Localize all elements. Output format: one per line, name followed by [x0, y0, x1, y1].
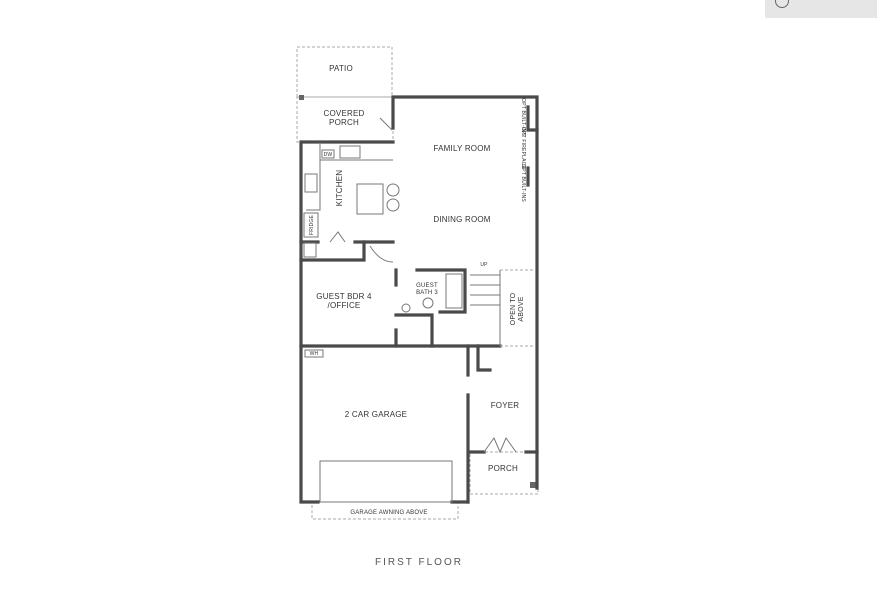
room-label-guest-bath-2: BATH 3 — [416, 290, 438, 296]
room-label-open-to-above-2: ABOVE — [518, 296, 525, 321]
bath-stairs — [304, 231, 535, 503]
fixture-label-opt-built-ins-bottom: OPT BUILT-INS — [520, 164, 526, 202]
fixture-label-dw: DW — [324, 152, 333, 158]
room-label-open-to-above: OPEN TO — [510, 292, 517, 325]
room-label-dining-room: DINING ROOM — [433, 215, 490, 224]
room-label-family-room: FAMILY ROOM — [433, 144, 490, 153]
covered-porch-area — [296, 96, 394, 143]
fixture-label-opt-built-ins-top: OPT BUILT-INS — [520, 98, 526, 136]
label-garage-awning: GARAGE AWNING ABOVE — [350, 510, 427, 516]
room-label-covered-porch-2: PORCH — [329, 118, 359, 127]
room-label-guest-bath: GUEST — [416, 283, 438, 289]
room-label-patio: PATIO — [329, 64, 353, 73]
room-label-garage: 2 CAR GARAGE — [345, 410, 407, 419]
column — [530, 482, 536, 488]
walls — [299, 95, 539, 504]
room-label-kitchen: KITCHEN — [335, 170, 344, 207]
room-label-covered-porch: COVERED — [324, 109, 365, 118]
corner-toolbar[interactable] — [765, 0, 877, 18]
porch-area — [469, 451, 539, 495]
column — [299, 95, 304, 100]
fixture-label-fridge: FRIDGE — [309, 214, 315, 235]
kitchen-fixtures — [303, 117, 400, 263]
fixture-label-opt-fireplace: OPT FIREPLACE — [520, 127, 526, 169]
room-label-porch: PORCH — [488, 464, 518, 473]
room-label-foyer: FOYER — [491, 401, 520, 410]
room-label-guest-bdr: GUEST BDR 4 — [316, 292, 372, 301]
fixture-label-wh: WH — [310, 351, 319, 357]
floor-title: FIRST FLOOR — [375, 557, 463, 568]
room-label-guest-bdr-2: /OFFICE — [328, 301, 361, 310]
fixture-label-up: UP — [480, 262, 488, 268]
